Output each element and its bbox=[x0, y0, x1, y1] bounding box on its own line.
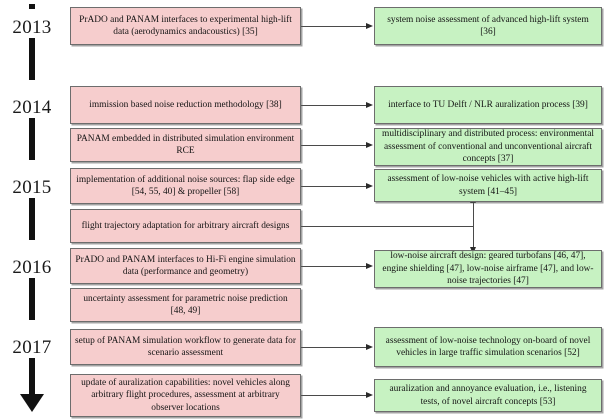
capability-box-l8-text: setup of PANAM simulation workflow to ge… bbox=[75, 335, 296, 358]
capability-box-l3-text: PANAM embedded in distributed simulation… bbox=[76, 133, 295, 156]
capability-box-l4-text: implementation of additional noise sourc… bbox=[76, 174, 295, 197]
connector-l2-r2 bbox=[301, 105, 368, 106]
capability-box-l5[interactable]: flight trajectory adaptation for arbitra… bbox=[70, 209, 301, 243]
connector-l6-r5 bbox=[301, 266, 368, 267]
connector-l6-r5-arrowhead-icon bbox=[366, 262, 373, 269]
capability-box-l8[interactable]: setup of PANAM simulation workflow to ge… bbox=[70, 329, 301, 365]
timeline-axis-segment-2 bbox=[29, 118, 35, 160]
connector-l4-r4 bbox=[301, 186, 368, 187]
capability-box-l9[interactable]: update of auralization capabilities: nov… bbox=[70, 374, 301, 417]
capability-box-l7[interactable]: uncertainty assessment for parametric no… bbox=[70, 288, 301, 322]
timeline-axis-segment-5 bbox=[29, 358, 35, 394]
year-label-2014: 2014 bbox=[12, 97, 52, 118]
connector-r4-r5-double-arrow-shaft bbox=[473, 202, 474, 250]
application-box-r5[interactable]: low-noise aircraft design: geared turbof… bbox=[374, 250, 602, 288]
capability-box-l2-text: immission based noise reduction methodol… bbox=[89, 99, 282, 110]
capability-box-l2[interactable]: immission based noise reduction methodol… bbox=[70, 86, 301, 124]
capability-box-l7-text: uncertainty assessment for parametric no… bbox=[83, 293, 288, 316]
connector-l8-r6 bbox=[301, 347, 368, 348]
application-box-r7[interactable]: auralization and annoyance evaluation, i… bbox=[374, 379, 602, 412]
capability-box-l6-text: PrADO and PANAM interfaces to Hi-Fi engi… bbox=[75, 254, 296, 277]
year-label-2015: 2015 bbox=[12, 177, 52, 198]
capability-box-l6[interactable]: PrADO and PANAM interfaces to Hi-Fi engi… bbox=[70, 248, 301, 284]
application-box-r2[interactable]: interface to TU Delft / NLR auralization… bbox=[374, 86, 602, 124]
application-box-r1-text: system noise assessment of advanced high… bbox=[387, 14, 589, 37]
application-box-r1[interactable]: system noise assessment of advanced high… bbox=[374, 7, 602, 45]
connector-l3-r3 bbox=[301, 145, 368, 146]
application-box-r5-text: low-noise aircraft design: geared turbof… bbox=[382, 251, 594, 287]
year-label-2013: 2013 bbox=[12, 17, 52, 38]
year-label-2017: 2017 bbox=[12, 337, 52, 358]
application-box-r6[interactable]: assessment of low-noise technology on-bo… bbox=[374, 327, 602, 367]
application-box-r4[interactable]: assessment of low-noise vehicles with ac… bbox=[374, 169, 602, 202]
application-box-r3[interactable]: multidisciplinary and distributed proces… bbox=[374, 128, 602, 166]
connector-l1-r1 bbox=[301, 26, 368, 27]
capability-box-l5-text: flight trajectory adaptation for arbitra… bbox=[81, 220, 290, 231]
timeline-axis-tip bbox=[29, 4, 35, 9]
connector-l1-r1-arrowhead-icon bbox=[366, 22, 373, 29]
capability-box-l1-text: PrADO and PANAM interfaces to experiment… bbox=[79, 14, 292, 37]
timeline-arrowhead-icon bbox=[20, 394, 44, 412]
connector-l9-r7 bbox=[301, 395, 368, 396]
capability-box-l4[interactable]: implementation of additional noise sourc… bbox=[70, 168, 301, 204]
timeline-axis-segment-4 bbox=[29, 278, 35, 320]
application-box-r2-text: interface to TU Delft / NLR auralization… bbox=[388, 99, 588, 110]
connector-l2-r2-arrowhead-icon bbox=[366, 101, 373, 108]
connector-l9-r7-arrowhead-icon bbox=[366, 391, 373, 398]
connector-l4-r4-arrowhead-icon bbox=[366, 182, 373, 189]
connector-l5-vertical-link bbox=[301, 226, 474, 227]
capability-box-l1[interactable]: PrADO and PANAM interfaces to experiment… bbox=[70, 7, 301, 45]
application-box-r4-text: assessment of low-noise vehicles with ac… bbox=[387, 174, 589, 197]
connector-l3-r3-arrowhead-icon bbox=[366, 141, 373, 148]
capability-box-l9-text: update of auralization capabilities: nov… bbox=[81, 377, 290, 413]
capability-box-l3[interactable]: PANAM embedded in distributed simulation… bbox=[70, 128, 301, 162]
timeline-axis-segment-3 bbox=[29, 198, 35, 240]
year-label-2016: 2016 bbox=[12, 257, 52, 278]
application-box-r7-text: auralization and annoyance evaluation, i… bbox=[389, 384, 587, 407]
connector-l8-r6-arrowhead-icon bbox=[366, 343, 373, 350]
timeline-axis-segment-1 bbox=[29, 38, 35, 80]
application-box-r3-text: multidisciplinary and distributed proces… bbox=[382, 129, 594, 165]
application-box-r6-text: assessment of low-noise technology on-bo… bbox=[385, 335, 591, 358]
